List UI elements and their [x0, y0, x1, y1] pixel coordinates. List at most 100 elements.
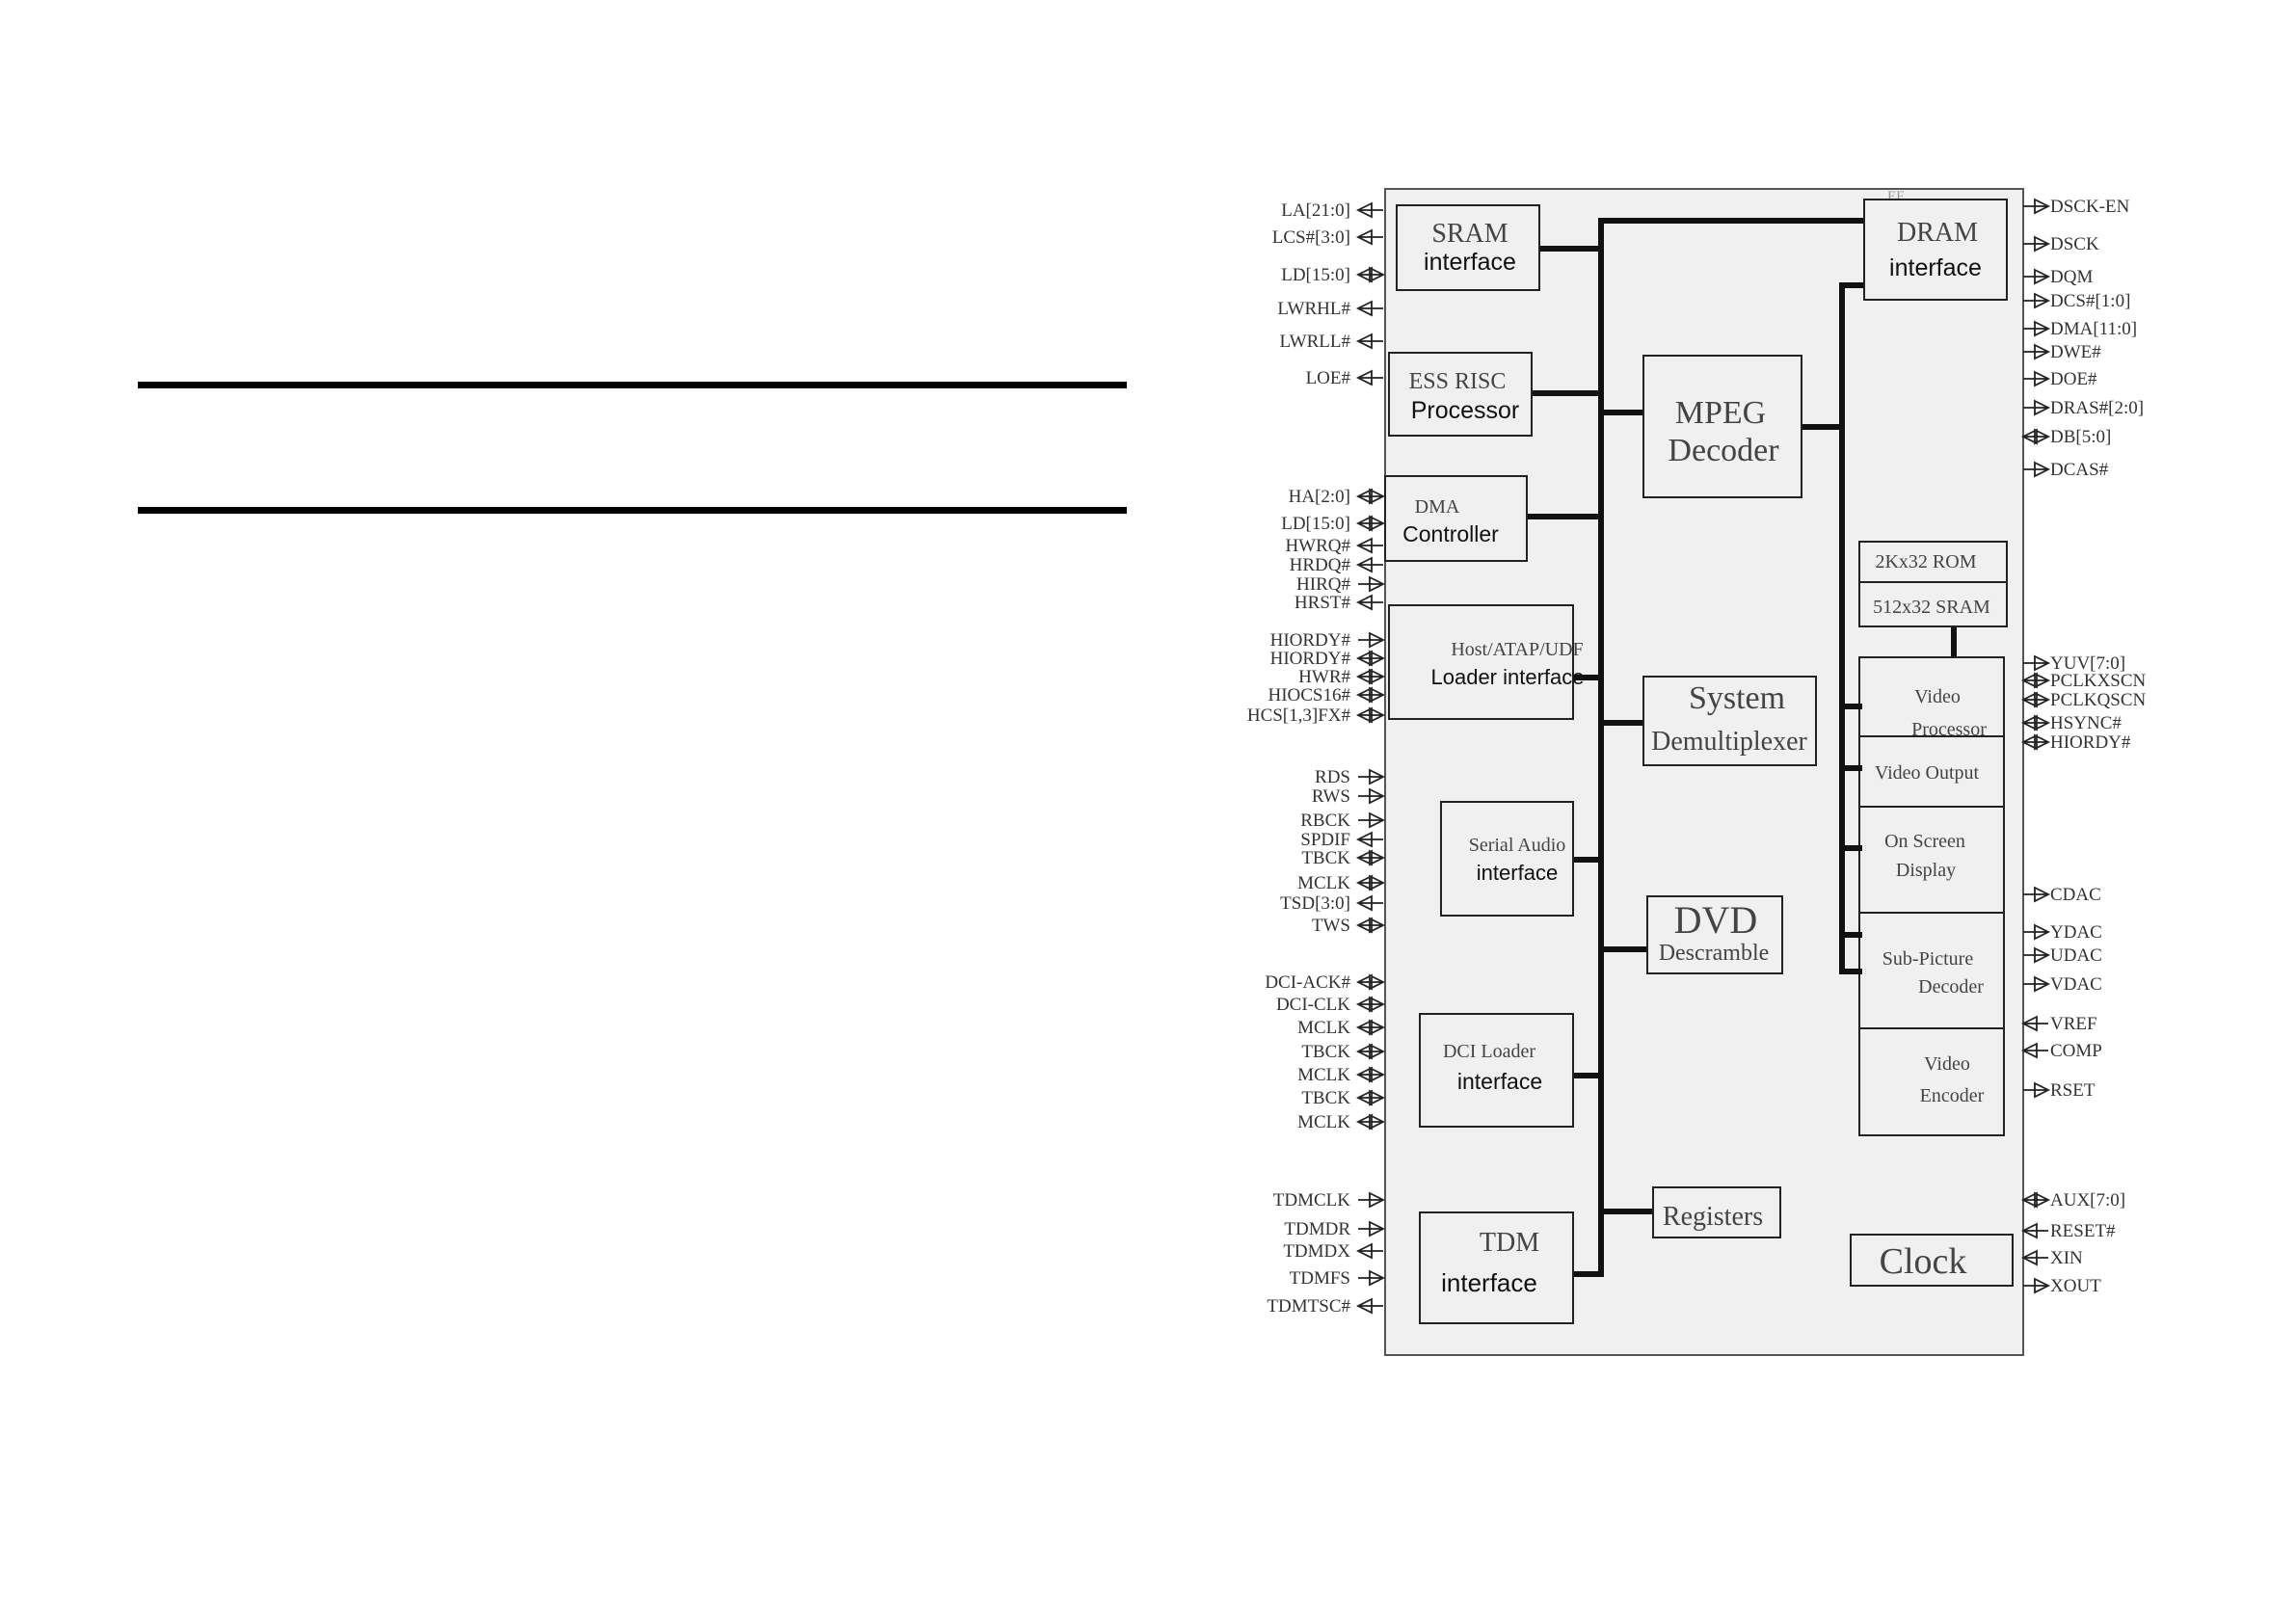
heading-rule-bottom: [138, 507, 1127, 514]
pin-arrow-icon: [1358, 575, 1386, 593]
pin-l-16: HCS[1,3]FX#: [1247, 705, 1386, 726]
pin-label: RESET#: [2050, 1221, 2116, 1241]
pin-l-28: TBCK: [1301, 1042, 1386, 1062]
pin-arrow-icon: [1358, 812, 1386, 829]
pin-arrow-icon: [1355, 650, 1386, 667]
pin-l-19: RBCK: [1300, 811, 1386, 831]
pin-label: HSYNC#: [2050, 713, 2122, 733]
pin-r-9: DCAS#: [2023, 460, 2109, 480]
pin-r-18: VDAC: [2023, 974, 2102, 995]
pin-l-15: HIOCS16#: [1268, 685, 1386, 705]
pin-r-5: DWE#: [2023, 342, 2101, 362]
pin-label: LA[21:0]: [1281, 200, 1350, 221]
pin-label: RWS: [1312, 786, 1350, 807]
svg-text:interface: interface: [1457, 1069, 1542, 1094]
video-encoder-block: Video Encoder: [1858, 1027, 2005, 1136]
pin-label: VDAC: [2050, 974, 2102, 995]
pin-label: XIN: [2050, 1248, 2083, 1268]
pin-label: DOE#: [2050, 369, 2097, 389]
pin-label: PCLKQSCN: [2050, 690, 2147, 710]
pin-r-19: VREF: [2020, 1014, 2097, 1034]
pin-l-30: TBCK: [1301, 1088, 1386, 1108]
pin-arrow-icon: [2020, 714, 2051, 732]
svg-text:Controller: Controller: [1402, 521, 1499, 546]
pin-label: PCLKXSCN: [2050, 671, 2147, 691]
pin-label: TBCK: [1301, 1042, 1350, 1062]
dci-loader-interface-block: DCI Loader interface: [1419, 1013, 1574, 1128]
pin-label: TDMFS: [1290, 1268, 1350, 1289]
pin-r-4: DMA[11:0]: [2023, 319, 2137, 339]
on-screen-display-block: On Screen Display: [1858, 806, 2005, 914]
svg-text:SRAM: SRAM: [1431, 219, 1508, 249]
pin-label: SPDIF: [1300, 830, 1350, 850]
pin-r-16: YDAC: [2023, 922, 2102, 943]
pin-arrow-icon: [2020, 1249, 2048, 1266]
pin-r-2: DQM: [2023, 267, 2093, 287]
bus-taps: [1839, 704, 1862, 974]
pin-label: MCLK: [1297, 1112, 1350, 1132]
pin-l-1: LCS#[3:0]: [1272, 227, 1383, 248]
pin-arrow-icon: [2023, 370, 2051, 387]
pin-label: HRDQ#: [1290, 555, 1351, 575]
pin-r-22: AUX[7:0]: [2020, 1190, 2125, 1211]
right-signal-list: DSCK-ENDSCKDQMDCS#[1:0]DMA[11:0]DWE#DOE#…: [2020, 197, 2147, 1296]
rom-block: 2Kx32 ROM: [1858, 541, 2008, 583]
pin-arrow-icon: [1355, 973, 1386, 991]
pin-label: DWE#: [2050, 342, 2101, 362]
pin-label: HIRQ#: [1296, 574, 1350, 595]
svg-text:Display: Display: [1896, 860, 1956, 881]
svg-text:Demultiplexer: Demultiplexer: [1651, 727, 1807, 757]
pin-l-32: TDMCLK: [1273, 1190, 1386, 1211]
system-demultiplexer-block: System Demultiplexer: [1642, 676, 1817, 766]
pin-arrow-icon: [2023, 1277, 2051, 1294]
pin-arrow-icon: [2023, 399, 2051, 416]
pin-label: MCLK: [1297, 873, 1350, 893]
pin-l-25: DCI-ACK#: [1265, 972, 1386, 993]
pin-r-17: UDAC: [2023, 945, 2102, 966]
pin-label: DB[5:0]: [2050, 427, 2111, 447]
pin-arrow-icon: [2020, 733, 2051, 751]
svg-text:Encoder: Encoder: [1920, 1085, 1985, 1106]
pin-l-12: HIORDY#: [1270, 630, 1386, 651]
pin-l-27: MCLK: [1297, 1018, 1386, 1038]
pin-arrow-icon: [1355, 1066, 1386, 1083]
svg-text:Processor: Processor: [1911, 719, 1987, 740]
pin-label: DCAS#: [2050, 460, 2109, 480]
pin-arrow-icon: [2023, 923, 2051, 941]
svg-text:2Kx32 ROM: 2Kx32 ROM: [1875, 551, 1976, 572]
pin-label: DCI-ACK#: [1265, 972, 1350, 993]
pin-l-5: LOE#: [1306, 368, 1383, 388]
pin-l-24: TWS: [1312, 916, 1386, 936]
pin-r-12: PCLKQSCN: [2020, 690, 2147, 710]
pin-label: DCI-CLK: [1276, 995, 1350, 1015]
sram-512-block: 512x32 SRAM: [1858, 581, 2008, 627]
pin-r-24: XIN: [2020, 1248, 2083, 1268]
svg-text:DRAM: DRAM: [1897, 218, 1978, 248]
pin-r-11: PCLKXSCN: [2020, 671, 2147, 691]
pin-label: MCLK: [1297, 1018, 1350, 1038]
svg-text:MPEG: MPEG: [1675, 395, 1766, 431]
pin-arrow-icon: [1358, 1220, 1386, 1237]
svg-text:Serial Audio: Serial Audio: [1469, 835, 1566, 856]
pin-label: LWRLL#: [1279, 332, 1350, 352]
pin-arrow-icon: [1358, 631, 1386, 649]
pin-label: HIORDY#: [1270, 630, 1351, 651]
pin-label: UDAC: [2050, 945, 2102, 966]
pin-r-1: DSCK: [2023, 234, 2099, 254]
pin-arrow-icon: [2023, 292, 2051, 309]
pin-arrow-icon: [1355, 201, 1383, 219]
pin-label: RDS: [1315, 767, 1350, 787]
pin-arrow-icon: [2023, 268, 2051, 285]
pin-label: TSD[3:0]: [1280, 893, 1350, 914]
pin-arrow-icon: [1355, 831, 1383, 848]
pin-l-17: RDS: [1315, 767, 1386, 787]
pin-l-9: HRDQ#: [1290, 555, 1383, 575]
pin-arrow-icon: [1355, 1019, 1386, 1036]
pin-l-34: TDMDX: [1283, 1241, 1383, 1262]
pin-arrow-icon: [1355, 894, 1383, 912]
sub-picture-decoder-block: Sub-Picture Decoder: [1858, 912, 2005, 1029]
pin-arrow-icon: [1358, 787, 1386, 805]
pin-arrow-icon: [2023, 235, 2051, 253]
dram-interface-block: DRAM interface: [1863, 199, 2008, 301]
host-loader-interface-block: Host/ATAP/UDF Loader interface: [1388, 604, 1585, 720]
